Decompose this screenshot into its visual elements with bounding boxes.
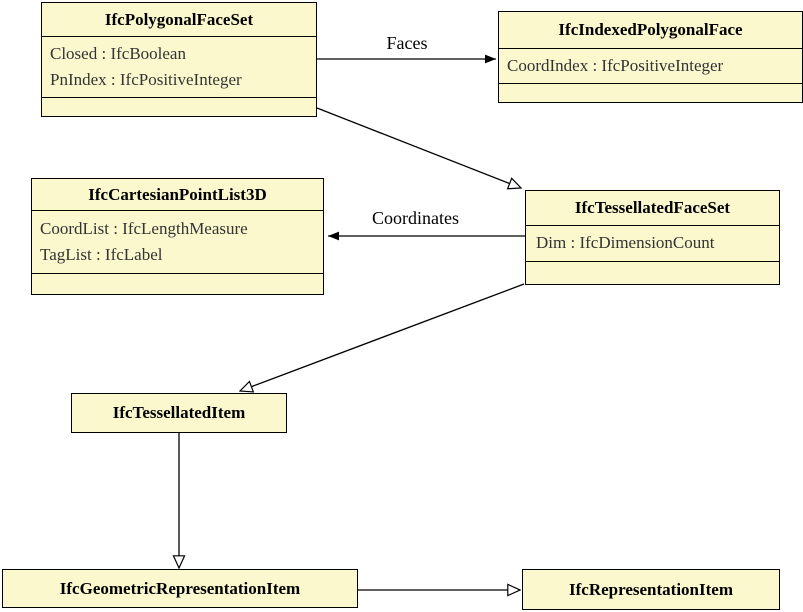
class-empty-compartment: [526, 262, 779, 284]
class-box-ifcindexedpolygonalface: IfcIndexedPolygonalFace CoordIndex : Ifc…: [498, 11, 803, 103]
attribute-line: PnIndex : IfcPositiveInteger: [50, 70, 242, 89]
class-title: IfcCartesianPointList3D: [32, 179, 323, 211]
class-attributes: CoordList : IfcLengthMeasure TagList : I…: [32, 211, 323, 274]
class-title: IfcGeometricRepresentationItem: [59, 578, 301, 598]
class-empty-compartment: [42, 98, 316, 116]
class-title: IfcTessellatedItem: [112, 403, 246, 422]
association-label-faces: Faces: [386, 33, 428, 53]
class-title: IfcPolygonalFaceSet: [42, 3, 316, 37]
class-attributes: Closed : IfcBoolean PnIndex : IfcPositiv…: [42, 37, 316, 98]
class-title: IfcTessellatedFaceSet: [526, 191, 779, 226]
class-box-ifccartesianpointlist3d: IfcCartesianPointList3D CoordList : IfcL…: [31, 178, 324, 295]
attribute-line: TagList : IfcLabel: [40, 245, 163, 264]
class-title: IfcIndexedPolygonalFace: [499, 12, 802, 49]
class-box-ifctessellateditem: IfcTessellatedItem: [71, 393, 287, 433]
class-attributes: Dim : IfcDimensionCount: [526, 226, 779, 262]
class-box-ifcgeometricrepresentationitem: IfcGeometricRepresentationItem: [2, 569, 358, 608]
attribute-line: CoordIndex : IfcPositiveInteger: [507, 56, 724, 75]
attribute-line: Dim : IfcDimensionCount: [536, 233, 715, 252]
class-box-ifcpolygonalfaceset: IfcPolygonalFaceSet Closed : IfcBoolean …: [41, 2, 317, 117]
class-attributes: CoordIndex : IfcPositiveInteger: [499, 49, 802, 84]
class-box-ifctessellatedfaceset: IfcTessellatedFaceSet Dim : IfcDimension…: [525, 190, 780, 285]
class-empty-compartment: [32, 274, 323, 294]
class-title: IfcRepresentationItem: [569, 579, 733, 599]
class-box-ifcrepresentationitem: IfcRepresentationItem: [522, 569, 780, 610]
attribute-line: Closed : IfcBoolean: [50, 44, 186, 63]
generalization-arrow-tessellatedfaceset-tessellateditem: [240, 283, 525, 391]
attribute-line: CoordList : IfcLengthMeasure: [40, 219, 248, 238]
association-label-coordinates: Coordinates: [372, 208, 459, 228]
class-empty-compartment: [499, 84, 802, 102]
generalization-arrow-polygonalfaceset-tessellatedfaceset: [316, 107, 521, 188]
